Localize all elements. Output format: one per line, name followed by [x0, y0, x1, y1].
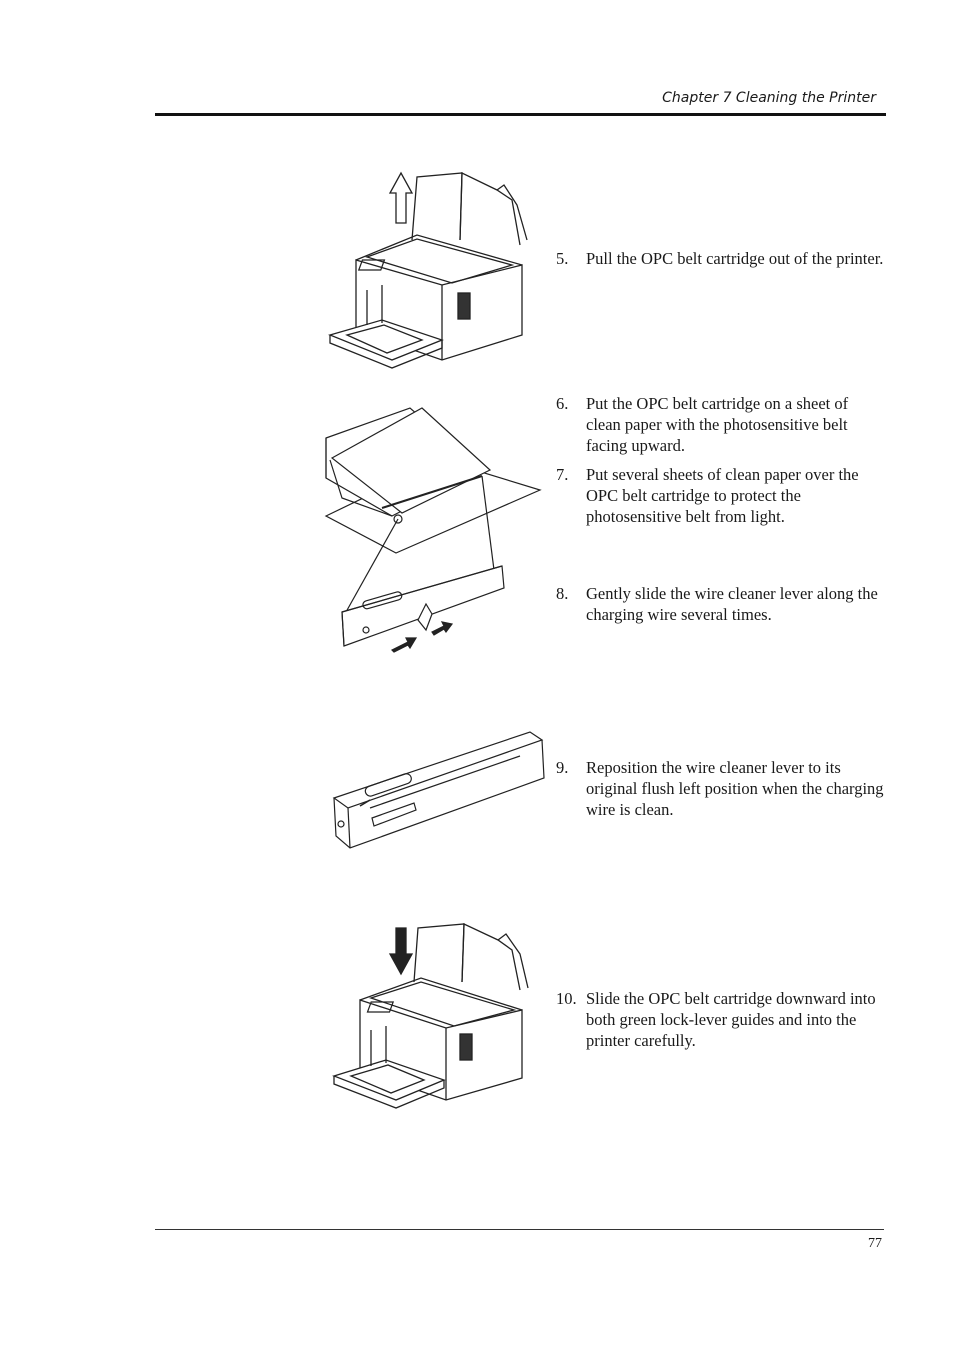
step-number: 7. [556, 465, 569, 484]
step-text: Gently slide the wire cleaner lever alon… [586, 584, 878, 624]
step-7: 7. Put several sheets of clean paper ove… [556, 464, 886, 527]
step-text: Put the OPC belt cartridge on a sheet of… [586, 394, 849, 455]
step-number: 6. [556, 394, 569, 413]
step-5: 5. Pull the OPC belt cartridge out of th… [556, 248, 886, 269]
step-number: 9. [556, 758, 569, 777]
step-text: Pull the OPC belt cartridge out of the p… [586, 249, 884, 268]
step-6: 6. Put the OPC belt cartridge on a sheet… [556, 393, 886, 456]
figure-wire-cleaner-flush [330, 728, 550, 853]
chapter-title: Chapter 7 Cleaning the Printer [662, 90, 876, 106]
figure-printer-remove-cartridge [322, 165, 552, 375]
step-text: Put several sheets of clean paper over t… [586, 465, 859, 526]
step-text: Slide the OPC belt cartridge downward in… [586, 989, 876, 1050]
footer-rule [155, 1229, 884, 1230]
header-rule [155, 113, 886, 116]
step-number: 10. [556, 989, 577, 1008]
step-10: 10. Slide the OPC belt cartridge downwar… [556, 988, 886, 1051]
step-9: 9. Reposition the wire cleaner lever to … [556, 757, 886, 820]
figure-cartridge-on-paper [322, 398, 552, 658]
figure-printer-insert-cartridge [326, 920, 556, 1115]
step-text: Reposition the wire cleaner lever to its… [586, 758, 884, 819]
step-number: 5. [556, 249, 569, 268]
step-number: 8. [556, 584, 569, 603]
page-number: 77 [868, 1236, 882, 1251]
step-8: 8. Gently slide the wire cleaner lever a… [556, 583, 886, 625]
